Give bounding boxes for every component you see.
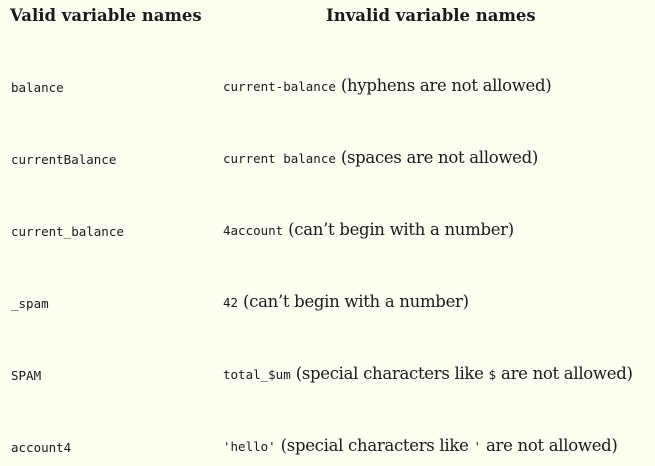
invalid-name-code: current-balance bbox=[223, 79, 336, 94]
invalid-name-code: current balance bbox=[223, 151, 336, 166]
invalid-name-reason-start: (special characters like bbox=[280, 436, 469, 455]
invalid-name-reason: (can’t begin with a number) bbox=[288, 220, 514, 239]
valid-name-cell: balance bbox=[11, 80, 64, 95]
invalid-name-cell: current-balance (hyphens are not allowed… bbox=[223, 74, 552, 99]
valid-names-header: Valid variable names bbox=[10, 6, 202, 25]
table-row: _spam 42 (can’t begin with a number) bbox=[0, 290, 655, 320]
table-row: balance current-balance (hyphens are not… bbox=[0, 74, 655, 104]
valid-name-cell: account4 bbox=[11, 440, 72, 455]
invalid-name-reason: (can’t begin with a number) bbox=[243, 292, 469, 311]
valid-name-cell: SPAM bbox=[11, 368, 42, 383]
special-character-code: ' bbox=[473, 439, 482, 454]
invalid-name-code: total_$um bbox=[223, 367, 291, 382]
table-row: current_balance 4account (can’t begin wi… bbox=[0, 218, 655, 248]
valid-name-cell: current_balance bbox=[11, 224, 124, 239]
invalid-name-reason-end: are not allowed) bbox=[485, 436, 618, 455]
special-character-code: $ bbox=[488, 367, 497, 382]
invalid-name-code: 'hello' bbox=[223, 439, 276, 454]
table-row: account4 'hello' (special characters lik… bbox=[0, 434, 655, 464]
table-row: currentBalance current balance (spaces a… bbox=[0, 146, 655, 176]
invalid-name-code: 42 bbox=[223, 295, 239, 310]
table-row: SPAM total_$um (special characters like … bbox=[0, 362, 655, 392]
invalid-name-cell: 'hello' (special characters like ' are n… bbox=[223, 434, 618, 459]
invalid-name-reason-end: are not allowed) bbox=[501, 364, 633, 383]
invalid-names-header: Invalid variable names bbox=[326, 6, 536, 25]
valid-name-cell: _spam bbox=[11, 296, 49, 311]
invalid-name-reason: (spaces are not allowed) bbox=[340, 148, 539, 167]
valid-name-cell: currentBalance bbox=[11, 152, 117, 167]
invalid-name-cell: current balance (spaces are not allowed) bbox=[223, 146, 538, 171]
invalid-name-code: 4account bbox=[223, 223, 284, 238]
invalid-name-cell: total_$um (special characters like $ are… bbox=[223, 362, 633, 387]
invalid-name-cell: 42 (can’t begin with a number) bbox=[223, 290, 469, 315]
invalid-name-reason: (hyphens are not allowed) bbox=[340, 76, 552, 95]
invalid-name-cell: 4account (can’t begin with a number) bbox=[223, 218, 514, 243]
invalid-name-reason-start: (special characters like bbox=[295, 364, 484, 383]
table-header-row: Valid variable names Invalid variable na… bbox=[0, 0, 655, 36]
